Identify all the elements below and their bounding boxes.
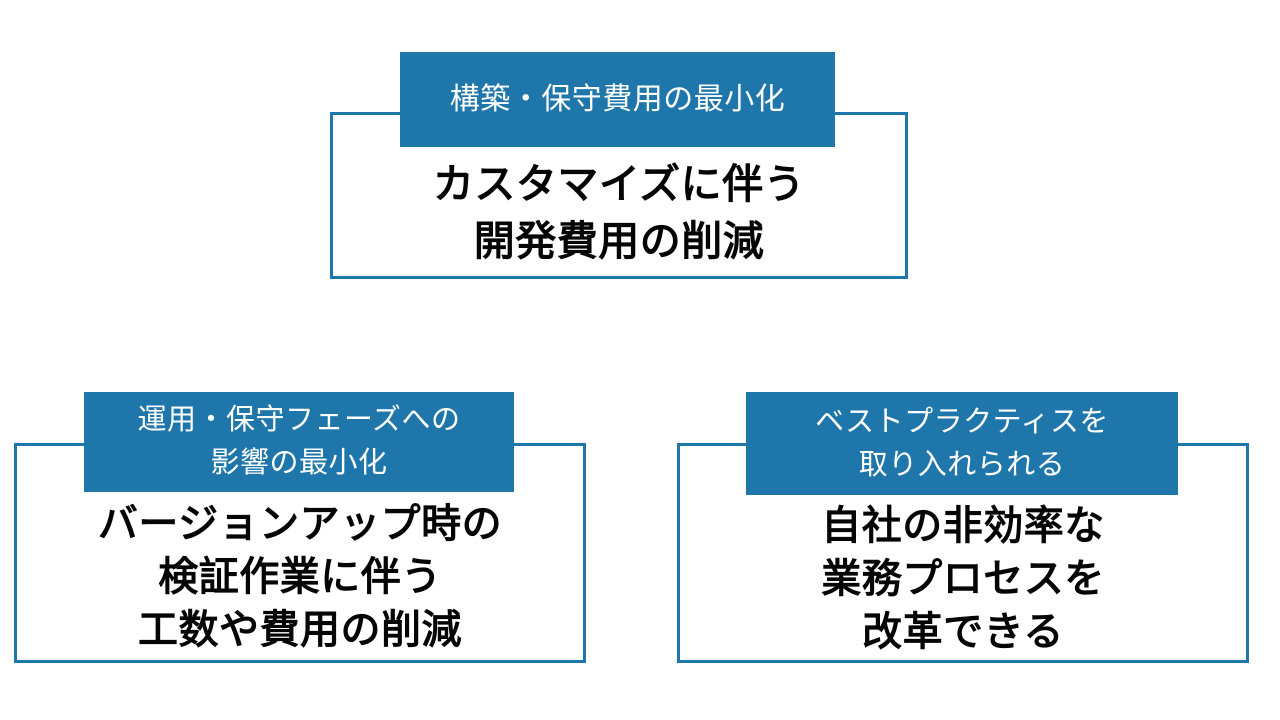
card-banner-top: 構築・保守費用の最小化	[400, 52, 835, 147]
card-banner-bottom-right: ベストプラクティスを 取り入れられる	[746, 392, 1178, 495]
card-body-bottom-right: 自社の非効率な 業務プロセスを 改革できる	[680, 497, 1246, 661]
card-body-text-top: カスタマイズに伴う 開発費用の削減	[432, 161, 806, 264]
card-body-text-bottom-right: 自社の非効率な 業務プロセスを 改革できる	[821, 503, 1105, 654]
card-banner-text-top: 構築・保守費用の最小化	[449, 82, 786, 116]
card-banner-text-bottom-left: 運用・保守フェーズへの 影響の最小化	[137, 404, 461, 479]
card-banner-bottom-left: 運用・保守フェーズへの 影響の最小化	[84, 392, 514, 492]
card-body-top: カスタマイズに伴う 開発費用の削減	[333, 150, 905, 276]
card-body-text-bottom-left: バージョンアップ時の 検証作業に伴う 工数や費用の削減	[97, 502, 503, 652]
card-banner-text-bottom-right: ベストプラクティスを 取り入れられる	[815, 405, 1109, 481]
card-body-bottom-left: バージョンアップ時の 検証作業に伴う 工数や費用の削減	[17, 495, 583, 660]
